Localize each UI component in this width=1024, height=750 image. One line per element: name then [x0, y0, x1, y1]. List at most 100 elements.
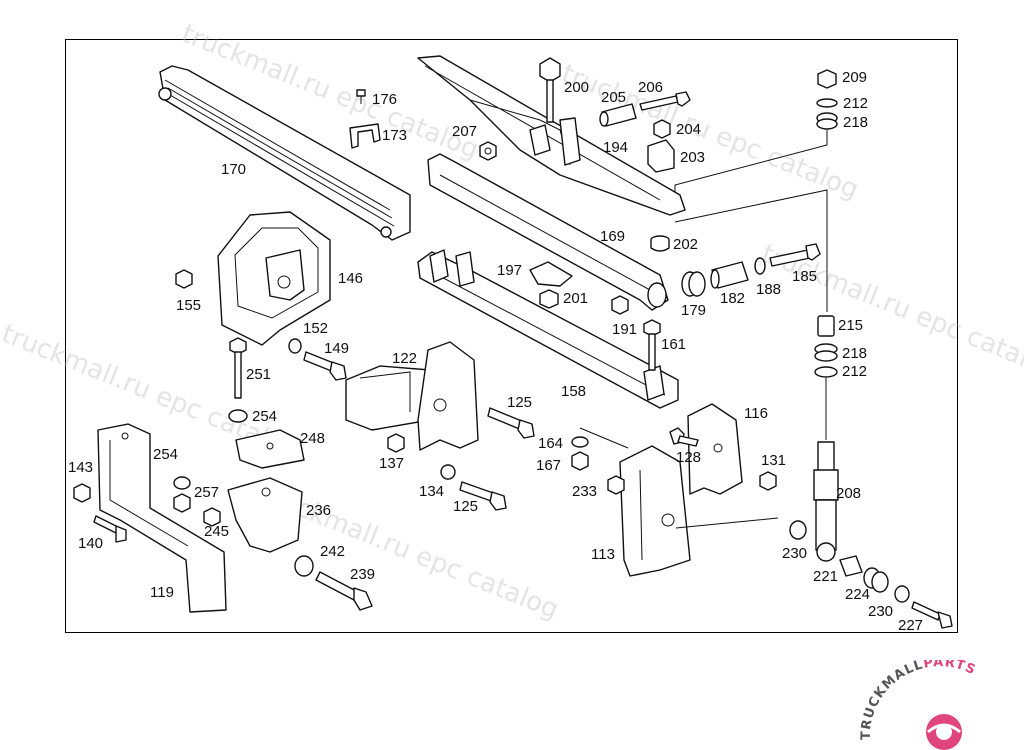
label-179: 179: [681, 302, 706, 319]
nut-131[interactable]: [759, 471, 777, 491]
label-212-top: 212: [843, 95, 868, 112]
bracket-236[interactable]: [227, 477, 303, 553]
label-140: 140: [78, 535, 103, 552]
gear-icon: [926, 714, 962, 750]
label-137: 137: [379, 455, 404, 472]
washer-134[interactable]: [440, 464, 456, 480]
bolt-125-a[interactable]: [487, 407, 535, 439]
bump-stop-203[interactable]: [647, 139, 675, 173]
bolt-227[interactable]: [911, 601, 953, 629]
label-242: 242: [320, 543, 345, 560]
bolt-206[interactable]: [639, 91, 691, 111]
stabilizer-arm-169[interactable]: [427, 153, 669, 311]
label-164: 164: [538, 435, 563, 452]
nut-167[interactable]: [571, 451, 589, 471]
label-224: 224: [845, 586, 870, 603]
label-176: 176: [372, 91, 397, 108]
label-194: 194: [603, 139, 628, 156]
label-167: 167: [536, 457, 561, 474]
label-239: 239: [350, 566, 375, 583]
washer-212-top[interactable]: [816, 98, 838, 108]
bolt-185[interactable]: [769, 243, 821, 267]
label-146: 146: [338, 270, 363, 287]
label-173: 173: [382, 127, 407, 144]
label-170: 170: [221, 161, 246, 178]
bushing-218-bottom[interactable]: [814, 343, 838, 362]
nut-137[interactable]: [387, 433, 405, 453]
leaf-spring-170[interactable]: [158, 65, 411, 241]
label-125-b: 125: [453, 498, 478, 515]
label-200: 200: [564, 79, 589, 96]
sleeve-221[interactable]: [839, 555, 863, 577]
washer-230-b[interactable]: [894, 585, 910, 603]
washer-212-bottom[interactable]: [814, 366, 838, 378]
label-113: 113: [591, 546, 615, 563]
nut-207[interactable]: [479, 141, 497, 161]
washer-242[interactable]: [294, 555, 314, 577]
label-218-bottom: 218: [842, 345, 867, 362]
nut-204[interactable]: [653, 119, 671, 139]
bolt-200[interactable]: [539, 57, 561, 123]
label-202: 202: [673, 236, 698, 253]
label-134: 134: [419, 483, 444, 500]
washer-230-a[interactable]: [789, 520, 807, 540]
label-185: 185: [792, 268, 817, 285]
nut-201[interactable]: [539, 289, 559, 309]
nut-209[interactable]: [817, 69, 837, 89]
washer-254-a[interactable]: [228, 409, 248, 423]
washer-188[interactable]: [754, 257, 766, 275]
bracket-248[interactable]: [235, 429, 305, 469]
spring-bracket-146[interactable]: [217, 211, 331, 346]
label-182: 182: [720, 290, 745, 307]
label-197: 197: [497, 262, 522, 279]
label-215: 215: [838, 317, 863, 334]
plate-197[interactable]: [529, 261, 573, 287]
label-143: 143: [68, 459, 93, 476]
bolt-239[interactable]: [315, 571, 373, 611]
label-122: 122: [392, 350, 417, 367]
washer-164[interactable]: [571, 436, 589, 448]
frame-rail[interactable]: [417, 55, 686, 216]
label-251: 251: [246, 366, 271, 383]
bolt-251[interactable]: [229, 337, 247, 399]
bush-179[interactable]: [681, 271, 706, 297]
washer-152[interactable]: [288, 338, 302, 354]
sleeve-215[interactable]: [817, 315, 835, 337]
washer-254-b[interactable]: [173, 476, 191, 490]
label-116: 116: [744, 405, 768, 422]
bolt-149[interactable]: [303, 351, 347, 381]
bolt-176[interactable]: [356, 89, 366, 104]
cross-member-158[interactable]: [417, 249, 679, 409]
bracket-119[interactable]: [97, 423, 227, 613]
label-245: 245: [204, 523, 229, 540]
label-149: 149: [324, 340, 349, 357]
leader-line: [675, 517, 779, 529]
nut-143[interactable]: [73, 483, 91, 503]
bracket-116[interactable]: [687, 403, 743, 495]
label-207: 207: [452, 123, 477, 140]
label-131: 131: [761, 452, 786, 469]
diagram-frame: [65, 39, 958, 633]
bracket-122[interactable]: [345, 341, 479, 451]
truckmall-parts-logo: TRUCKMALLPARTS: [859, 660, 977, 750]
bushing-218-top[interactable]: [816, 112, 838, 130]
rubber-pad-202[interactable]: [650, 235, 670, 252]
bracket-113[interactable]: [619, 445, 691, 577]
shock-absorber-208[interactable]: [813, 441, 839, 562]
nut-233[interactable]: [607, 475, 625, 495]
bolt-161[interactable]: [643, 319, 661, 371]
label-230-b: 230: [868, 603, 893, 620]
label-230-a: 230: [782, 545, 807, 562]
bolt-140[interactable]: [93, 515, 127, 543]
bolt-125-b[interactable]: [459, 481, 507, 511]
sleeve-182[interactable]: [710, 261, 749, 289]
sleeve-205[interactable]: [599, 103, 637, 127]
nut-245[interactable]: [203, 507, 221, 527]
nut-191[interactable]: [611, 295, 629, 315]
bush-224[interactable]: [863, 567, 889, 593]
nut-257[interactable]: [173, 493, 191, 513]
leader-line: [674, 189, 828, 312]
nut-155[interactable]: [175, 269, 193, 289]
clip-173[interactable]: [349, 123, 381, 149]
bolt-128[interactable]: [669, 427, 699, 447]
